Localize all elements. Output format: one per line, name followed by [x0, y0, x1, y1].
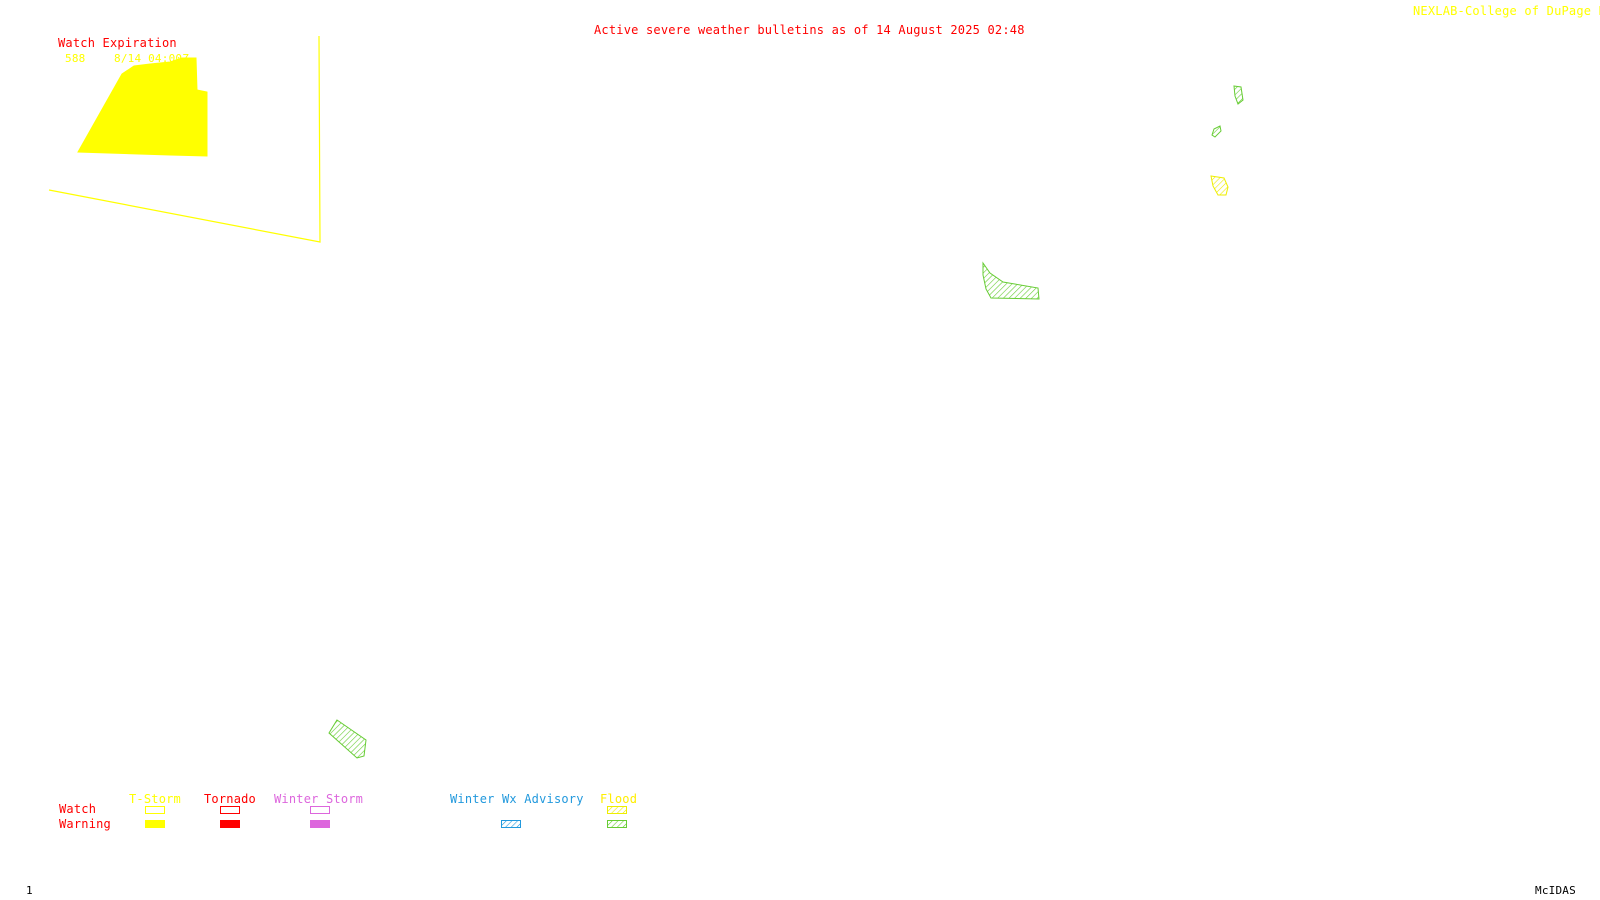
- flood-warning-polygon: [982, 261, 1040, 300]
- flood-watch-polygon: [1210, 175, 1229, 196]
- watch-expiry-time: 8/14 04:00Z: [114, 52, 190, 65]
- swatch-winter-storm-warning: [310, 820, 330, 828]
- legend-label-winter-wx-advisory: Winter Wx Advisory: [450, 792, 584, 806]
- watch-number: 588: [65, 52, 86, 65]
- legend-row-warning: Warning: [59, 817, 111, 831]
- swatch-winter-storm-watch: [310, 806, 330, 814]
- legend-label-winter-storm: Winter Storm: [274, 792, 364, 806]
- tstorm-warning-area: [77, 57, 208, 157]
- swatch-tstorm-warning: [145, 820, 165, 828]
- software-label: McIDAS: [1535, 884, 1576, 897]
- swatch-tornado-warning: [220, 820, 240, 828]
- flood-warning-polygon: [1211, 125, 1222, 138]
- flood-warning-polygon: [1233, 85, 1244, 105]
- swatch-winter-wx-advisory: [501, 820, 521, 828]
- swatch-tornado-watch: [220, 806, 240, 814]
- bulletin-title: Active severe weather bulletins as of 14…: [594, 23, 1025, 37]
- legend-label-tstorm: T-Storm: [129, 792, 181, 806]
- swatch-flood-warning: [607, 820, 627, 828]
- frame-number: 1: [26, 884, 33, 897]
- tstorm-watch-outline: [48, 35, 321, 243]
- swatch-tstorm-watch: [145, 806, 165, 814]
- watch-expiration-heading: Watch Expiration: [58, 36, 177, 50]
- legend-label-tornado: Tornado: [204, 792, 256, 806]
- flood-warning-polygon: [328, 719, 367, 759]
- credit-label: NEXLAB-College of DuPage R: [1413, 4, 1600, 18]
- legend-label-flood: Flood: [600, 792, 638, 806]
- legend-row-watch: Watch: [59, 802, 97, 816]
- swatch-flood-watch: [607, 806, 627, 814]
